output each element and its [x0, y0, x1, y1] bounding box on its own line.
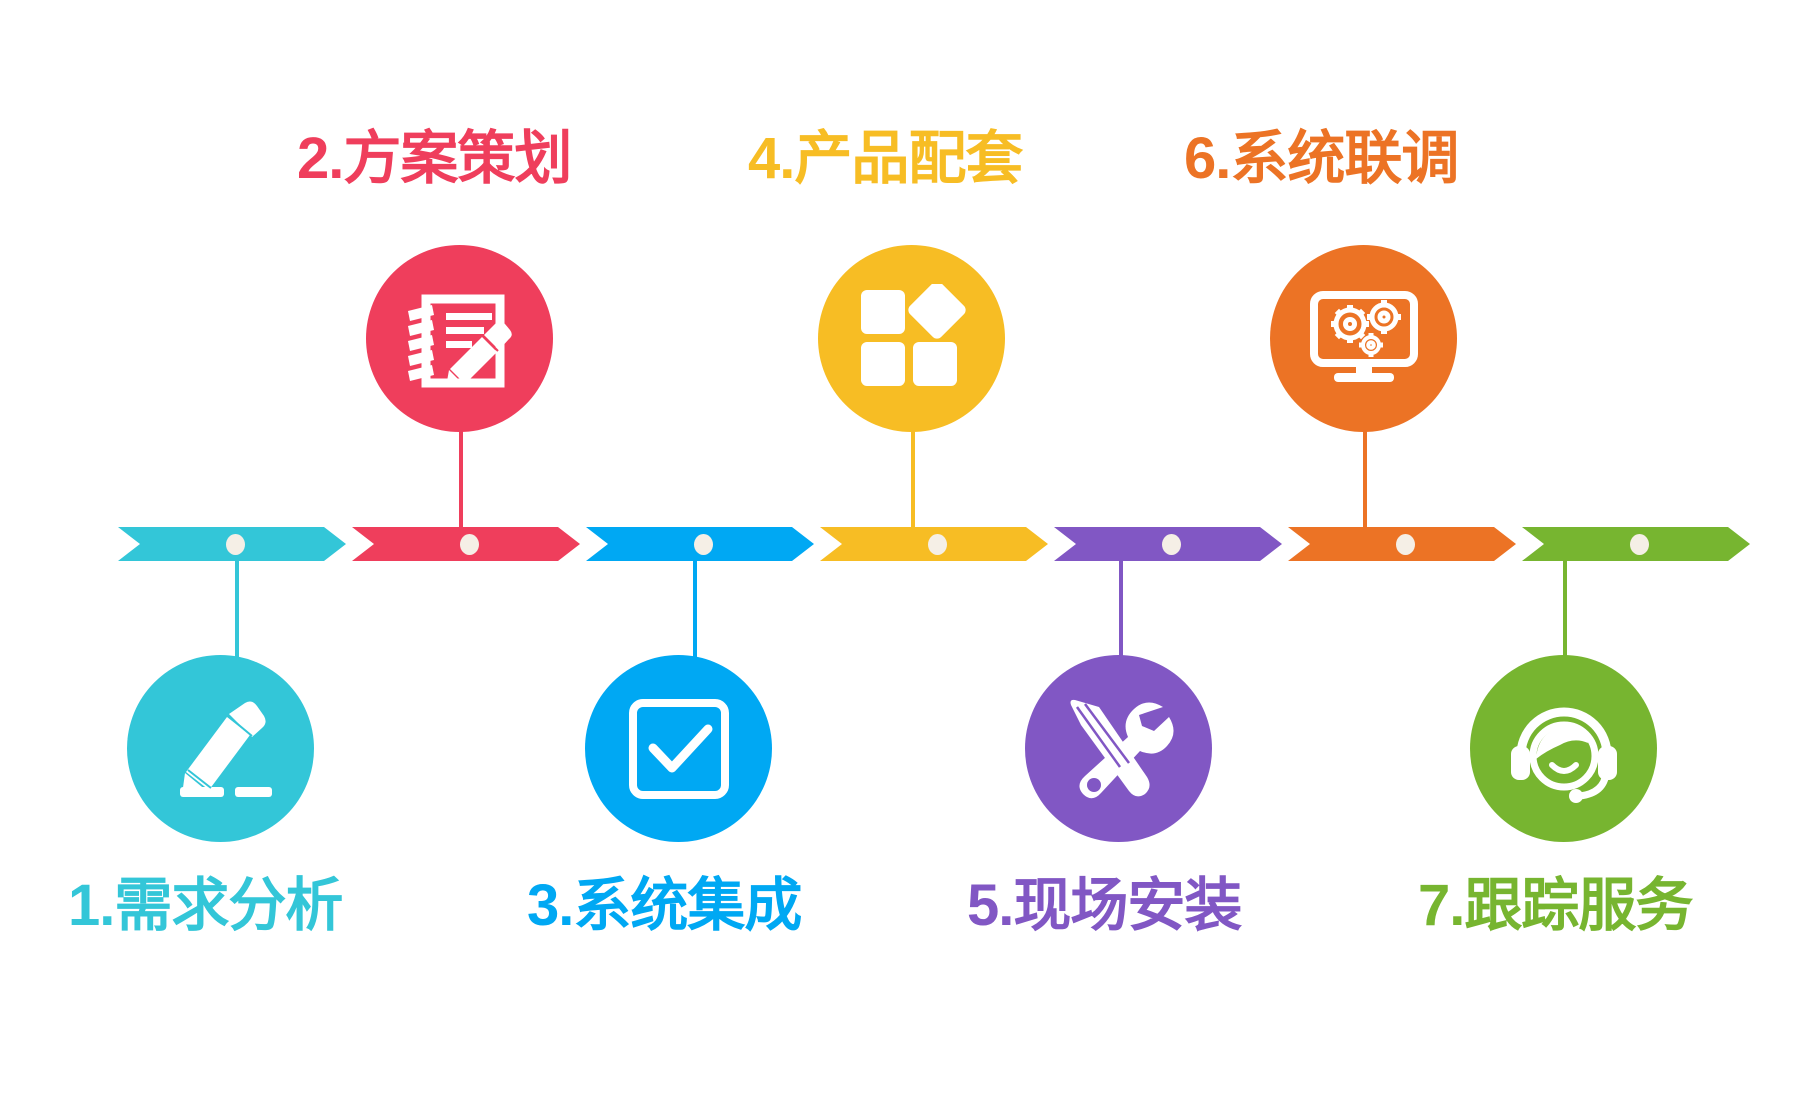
checkbox-check-icon: [626, 696, 732, 802]
ribbon-dot-1: [226, 534, 245, 555]
connector-stem-5: [1119, 558, 1123, 668]
connector-stem-1: [235, 558, 239, 668]
step-label-2-text: 2.方案策划: [297, 126, 572, 191]
step-label-4-text: 4.产品配套: [748, 126, 1023, 191]
connector-stem-6: [1363, 424, 1367, 530]
step-label-6: 6.系统联调: [1184, 130, 1459, 188]
notepad-pencil-icon: [404, 283, 516, 395]
step-icon-circle-7[interactable]: [1470, 655, 1657, 842]
ribbon-dot-6: [1396, 534, 1415, 555]
step-icon-circle-6[interactable]: [1270, 245, 1457, 432]
ribbon-dot-2: [460, 534, 479, 555]
step-label-3-text: 3.系统集成: [527, 873, 802, 938]
connector-stem-3: [693, 558, 697, 668]
step-icon-circle-1[interactable]: [127, 655, 314, 842]
step-label-3: 3.系统集成: [527, 877, 802, 935]
ribbon-dot-7: [1630, 534, 1649, 555]
step-icon-circle-4[interactable]: [818, 245, 1005, 432]
ribbon-dot-4: [928, 534, 947, 555]
pencil-edit-icon: [166, 694, 276, 804]
connector-stem-4: [911, 424, 915, 530]
step-label-1-text: 1.需求分析: [68, 873, 343, 938]
headset-support-icon: [1508, 693, 1620, 805]
ribbon-dot-5: [1162, 534, 1181, 555]
step-label-5-text: 5.现场安装: [967, 873, 1242, 938]
step-label-6-text: 6.系统联调: [1184, 126, 1459, 191]
step-icon-circle-3[interactable]: [585, 655, 772, 842]
step-label-7-text: 7.跟踪服务: [1418, 873, 1693, 938]
ribbon-dot-3: [694, 534, 713, 555]
wrench-screwdriver-icon: [1063, 693, 1175, 805]
step-label-7: 7.跟踪服务: [1418, 877, 1693, 935]
step-label-5: 5.现场安装: [967, 877, 1242, 935]
step-label-4: 4.产品配套: [748, 130, 1023, 188]
squares-diamond-icon: [857, 283, 967, 394]
step-icon-circle-5[interactable]: [1025, 655, 1212, 842]
monitor-gears-icon: [1308, 289, 1420, 389]
step-icon-circle-2[interactable]: [366, 245, 553, 432]
connector-stem-7: [1563, 558, 1567, 668]
step-label-2: 2.方案策划: [297, 130, 572, 188]
step-label-1: 1.需求分析: [68, 877, 343, 935]
process-ribbon: [118, 527, 1690, 561]
connector-stem-2: [459, 424, 463, 530]
